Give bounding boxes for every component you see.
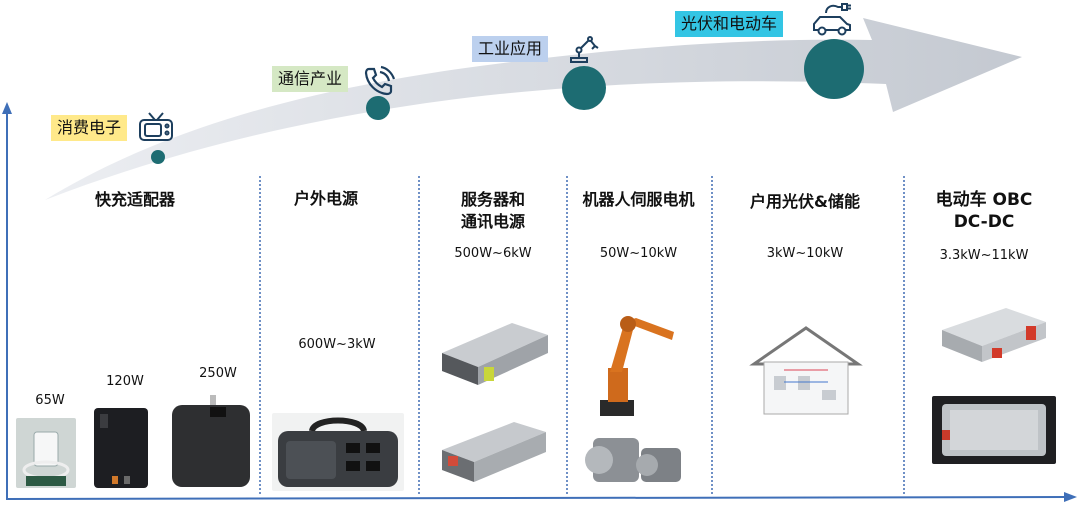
- adapter-250w-icon: [172, 395, 250, 487]
- column-separator: [259, 176, 261, 494]
- adapter-250w-image: [170, 395, 252, 489]
- ev-obc-image-2: [932, 396, 1056, 464]
- column-title-line: 服务器和: [460, 190, 525, 209]
- psu-icon: [442, 323, 548, 385]
- robot-icon: [600, 316, 674, 416]
- column-separator: [903, 176, 905, 494]
- obc-icon: [942, 308, 1046, 362]
- house-icon: [749, 326, 863, 415]
- column-separator: [711, 176, 713, 494]
- adapter-65w-image: [16, 418, 76, 488]
- column-title-line: DC-DC: [953, 212, 1015, 232]
- column-separator: [566, 176, 568, 494]
- residential-pv-image: [748, 320, 864, 416]
- adapter-120w-icon: [94, 408, 148, 488]
- power-range: 500W~6kW: [454, 246, 532, 261]
- stage-circle-2: [366, 96, 390, 120]
- growth-arrow: [45, 18, 1022, 200]
- column-title-line: 电动车 OBC: [935, 190, 1033, 210]
- industrial-robot-image: [588, 312, 680, 418]
- power-range: 50W~10kW: [599, 246, 678, 261]
- power-range: 3.3kW~11kW: [939, 248, 1029, 263]
- psu-icon: [442, 422, 546, 482]
- server-power-supply-image-1: [432, 313, 550, 390]
- power-station-icon: [278, 417, 398, 487]
- stage-label-telecom: 通信产业: [272, 66, 349, 92]
- adapter-power: 250W: [199, 366, 237, 381]
- servo-motors-image: [585, 430, 695, 492]
- stage-circle-1: [151, 150, 165, 164]
- column-separator: [418, 176, 420, 494]
- power-range: 3kW~10kW: [766, 246, 844, 261]
- adapter-power: 65W: [35, 393, 65, 408]
- column-title-residential-pv: 户用光伏&储能: [750, 192, 860, 211]
- electric-car-icon: [813, 3, 851, 36]
- column-title-server-telecom: 服务器和 通讯电源: [428, 189, 558, 233]
- column-title-outdoor-power: 户外电源: [293, 189, 358, 208]
- adapter-65w-icon: [22, 431, 70, 486]
- column-title-line: 通讯电源: [460, 212, 525, 231]
- power-range: 600W~3kW: [298, 337, 376, 352]
- motor-icon: [585, 438, 681, 482]
- column-title-fast-charger: 快充适配器: [94, 190, 175, 209]
- server-power-supply-image-2: [436, 412, 548, 486]
- outdoor-power-station-image: [272, 413, 404, 491]
- column-title-robot-servo: 机器人伺服电机: [582, 190, 695, 209]
- column-title-ev-obc: 电动车 OBC DC-DC: [914, 189, 1054, 233]
- ev-obc-image-1: [936, 300, 1050, 368]
- tv-icon: [139, 112, 173, 141]
- adapter-power: 120W: [106, 374, 144, 389]
- phone-icon: [364, 65, 396, 96]
- robot-arm-icon: [570, 36, 599, 63]
- obc-icon: [942, 404, 1046, 456]
- stage-circle-3: [562, 66, 606, 110]
- stage-label-consumer-electronics: 消费电子: [51, 115, 128, 141]
- adapter-120w-image: [90, 406, 154, 490]
- stage-label-industrial: 工业应用: [472, 36, 549, 62]
- stage-circle-4: [804, 39, 864, 99]
- stage-label-pv-ev: 光伏和电动车: [675, 11, 784, 37]
